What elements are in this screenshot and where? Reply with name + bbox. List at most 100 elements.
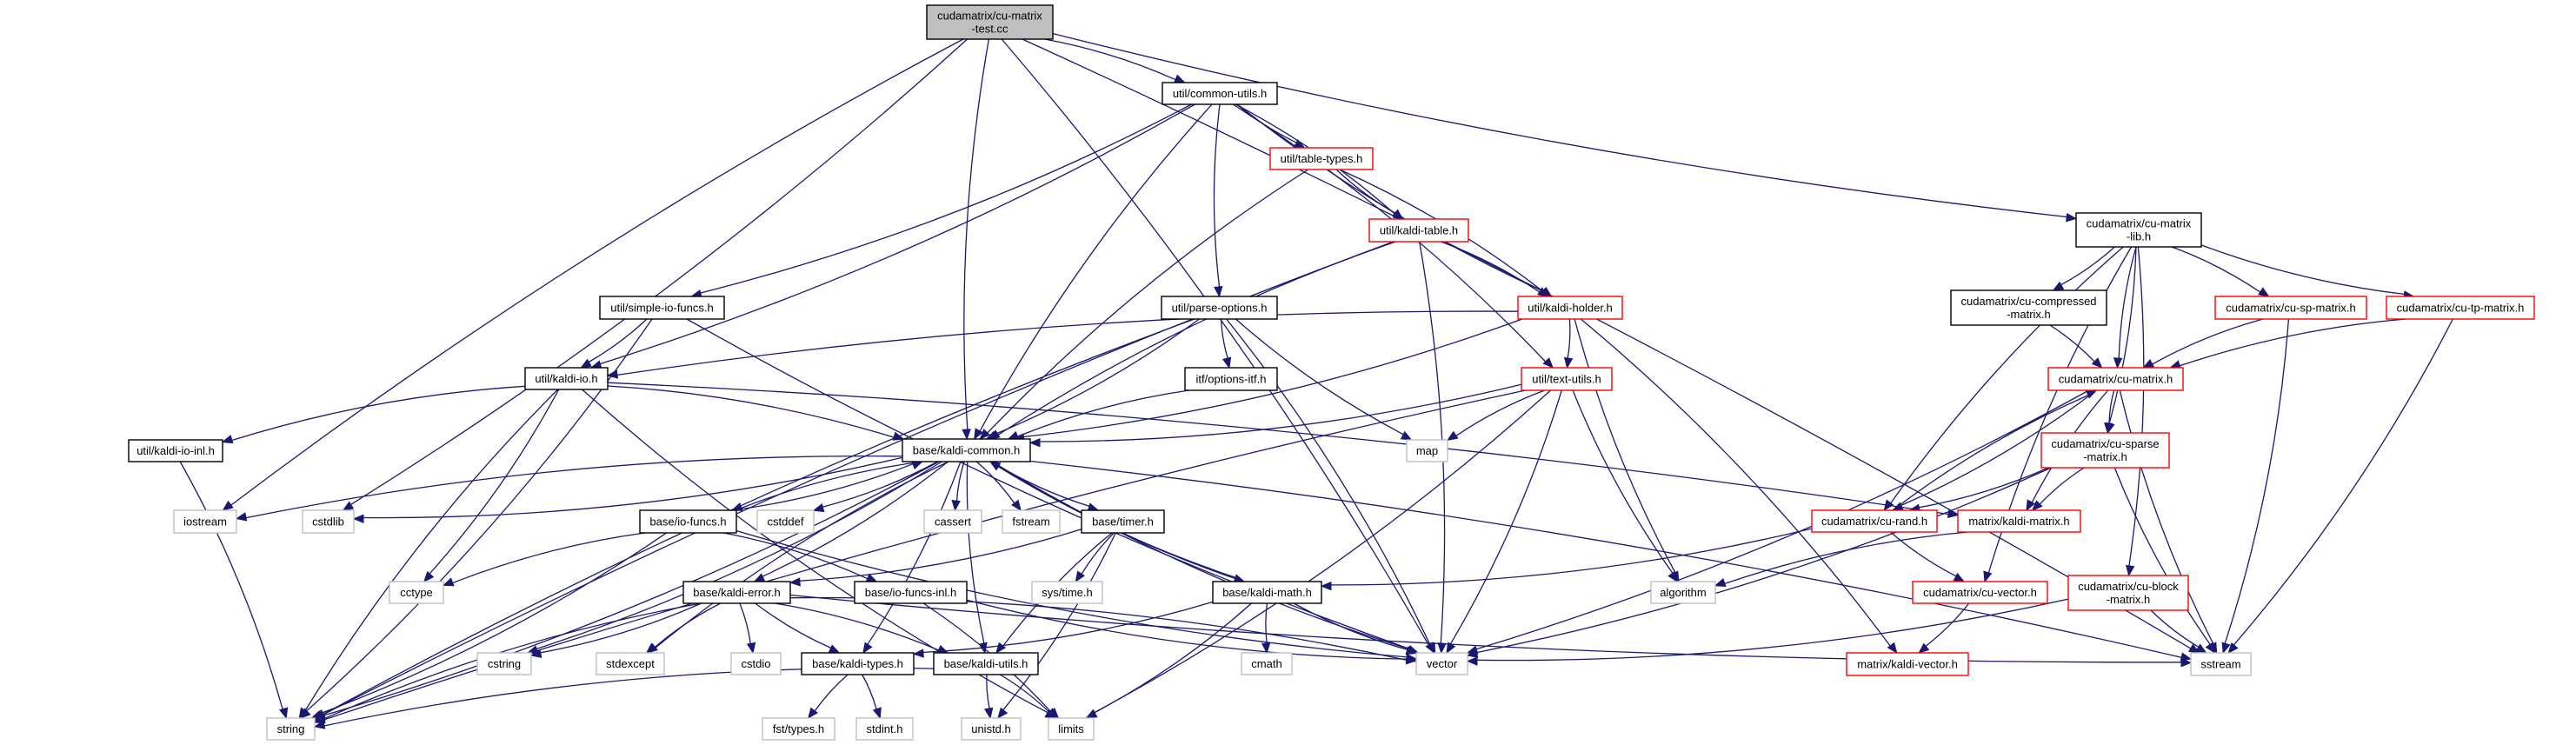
edge-layer [179, 32, 2453, 729]
node-cu-rand[interactable]: cudamatrix/cu-rand.h [1811, 509, 1938, 533]
node-text-utils[interactable]: util/text-utils.h [1521, 367, 1613, 391]
node-io-funcs[interactable]: base/io-funcs.h [639, 509, 737, 534]
arrowhead-root-to-cu_matrix_lib [2066, 213, 2078, 223]
node-box [2040, 432, 2170, 469]
edge-cu_compressed-to-cu_matrix [2049, 324, 2095, 363]
edge-simple_io_funcs-to-kaldi_io [588, 318, 648, 363]
edge-root-to-cstdlib [350, 38, 968, 505]
node-cu-matrix[interactable]: cudamatrix/cu-matrix.h [2047, 367, 2184, 391]
node-kaldi-table[interactable]: util/kaldi-table.h [1368, 218, 1469, 243]
edge-timer-to-kaldi_error [799, 529, 1082, 582]
node-cu-block[interactable]: cudamatrix/cu-block-matrix.h [2067, 575, 2189, 611]
node-kaldi-holder[interactable]: util/kaldi-holder.h [1517, 296, 1623, 320]
node-kaldi-vector[interactable]: matrix/kaldi-vector.h [1846, 652, 1969, 676]
node-kaldi-math[interactable]: base/kaldi-math.h [1212, 581, 1322, 604]
node-label: util/text-utils.h [1532, 373, 1601, 386]
arrowhead-kaldi_utils-to-limits [1046, 708, 1058, 719]
edge-kaldi_io-to-string [304, 389, 559, 711]
node-cu-sp-matrix[interactable]: cudamatrix/cu-sp-matrix.h [2214, 296, 2367, 320]
edge-kaldi_types-to-fst_types [814, 674, 849, 712]
arrowhead-cu_matrix-to-kaldi_matrix [2026, 499, 2035, 512]
node-box [524, 367, 609, 390]
node-kaldi-error[interactable]: base/kaldi-error.h [682, 581, 791, 604]
node-kaldi-types[interactable]: base/kaldi-types.h [801, 652, 915, 675]
node-label: cudamatrix/cu-matrix.h [2059, 373, 2173, 386]
node-label: itf/options-itf.h [1196, 373, 1267, 386]
arrowhead-cu_matrix_lib-to-cu_sp_matrix [2258, 287, 2270, 297]
node-box [1212, 581, 1322, 604]
edge-kaldi_io_inl-to-string [179, 461, 283, 709]
arrowhead-kaldi_common-to-sstream [2180, 652, 2193, 662]
node-cu-matrix-lib[interactable]: cudamatrix/cu-matrix-lib.h [2075, 212, 2202, 248]
node-kaldi-common[interactable]: base/kaldi-common.h [902, 438, 1031, 462]
arrowhead-timer-to-unistd [997, 707, 1008, 720]
node-label: base/kaldi-error.h [693, 586, 780, 599]
node-simple-io-funcs[interactable]: util/simple-io-funcs.h [599, 296, 725, 320]
node-label: -matrix.h [2083, 450, 2127, 463]
node-label: cmath [1251, 657, 1281, 670]
edge-kaldi_table-to-kaldi_holder [1441, 241, 1541, 293]
arrowhead-kaldi_types-to-stdint [872, 707, 882, 720]
node-sstream: sstream [2190, 652, 2252, 676]
node-kaldi-io[interactable]: util/kaldi-io.h [524, 367, 609, 390]
node-cu-compressed[interactable]: cudamatrix/cu-compressed-matrix.h [1950, 289, 2107, 326]
edge-cu_matrix_lib-to-cu_tp_matrix [2200, 244, 2405, 296]
node-kaldi-io-inl[interactable]: util/kaldi-io-inl.h [128, 439, 223, 462]
node-box [762, 717, 835, 741]
node-box [173, 509, 237, 534]
node-box [128, 439, 223, 462]
edge-parse_options-to-string [323, 318, 1195, 715]
arrowhead-kaldi_error-to-sstream [2180, 658, 2193, 668]
node-cu-vector[interactable]: cudamatrix/cu-vector.h [1912, 581, 2048, 604]
node-root[interactable]: cudamatrix/cu-matrix-test.cc [926, 4, 1054, 40]
node-box [2386, 296, 2535, 320]
arrowhead-io_funcs-to-cctype [442, 577, 455, 587]
arrowhead-common_utils-to-kaldi_common [974, 428, 983, 441]
node-box [1415, 652, 1468, 675]
node-timer[interactable]: base/timer.h [1081, 509, 1165, 534]
node-box [961, 717, 1022, 741]
edge-cu_tp_matrix-to-cu_matrix [2179, 318, 2406, 367]
node-kaldi-utils[interactable]: base/kaldi-utils.h [933, 652, 1039, 675]
edge-root-to-cu_matrix_lib [1052, 32, 2067, 218]
node-table-types[interactable]: util/table-types.h [1269, 147, 1374, 170]
edge-io_funcs-to-kaldi_common [732, 463, 914, 511]
arrowhead-kaldi_error-to-stdexcept [645, 642, 657, 654]
node-io-funcs-inl[interactable]: base/io-funcs-inl.h [854, 581, 968, 604]
arrowhead-kaldi_table-to-kaldi_holder [1537, 287, 1549, 297]
node-cstring: cstring [476, 652, 532, 675]
node-box [682, 581, 791, 604]
edge-cu_matrix_lib-to-cu_compressed [2060, 246, 2115, 286]
node-common-utils[interactable]: util/common-utils.h [1162, 82, 1278, 105]
edge-cu_block-to-sstream [2150, 609, 2200, 648]
node-cu-sparse[interactable]: cudamatrix/cu-sparse-matrix.h [2040, 432, 2170, 469]
edge-cu_matrix_lib-to-cu_rand [1890, 246, 2124, 504]
arrowhead-common_utils-to-parse_options [1214, 286, 1223, 298]
node-box [389, 581, 444, 604]
node-box [2075, 212, 2202, 248]
arrowhead-cu_matrix-to-cu_sparse [2103, 422, 2113, 435]
edge-timer-to-sys_time [1081, 532, 1115, 575]
arrowhead-kaldi_error-to-kaldi_types [828, 644, 841, 654]
edge-kaldi_math-to-vector [1293, 602, 1408, 650]
node-cstddef: cstddef [756, 509, 815, 534]
node-box [1517, 296, 1623, 320]
arrowhead-timer-to-kaldi_error [789, 577, 801, 587]
edge-kaldi_error-to-kaldi_utils [775, 602, 940, 651]
node-unistd: unistd.h [961, 717, 1022, 741]
edge-io_funcs-to-cctype [452, 532, 645, 584]
arrowhead-cu_vector-to-kaldi_vector [1918, 642, 1930, 654]
node-cu-tp-matrix[interactable]: cudamatrix/cu-tp-matrix.h [2386, 296, 2535, 320]
arrowhead-kaldi_common-to-fstream [1011, 499, 1022, 512]
node-label: vector [1427, 657, 1458, 670]
node-box [801, 652, 915, 675]
edge-cu_matrix_lib-to-cu_matrix [2118, 246, 2137, 359]
edge-cu_rand-to-cu_vector [1890, 531, 1957, 577]
node-kaldi-matrix[interactable]: matrix/kaldi-matrix.h [1957, 509, 2081, 533]
node-box [1368, 218, 1469, 243]
node-options-itf[interactable]: itf/options-itf.h [1184, 367, 1278, 391]
node-label: sstream [2200, 658, 2240, 671]
edge-cu_sp_matrix-to-sstream [2224, 318, 2290, 644]
node-parse-options[interactable]: util/parse-options.h [1161, 296, 1278, 320]
arrowhead-kaldi_holder-to-kaldi_io [606, 369, 619, 379]
